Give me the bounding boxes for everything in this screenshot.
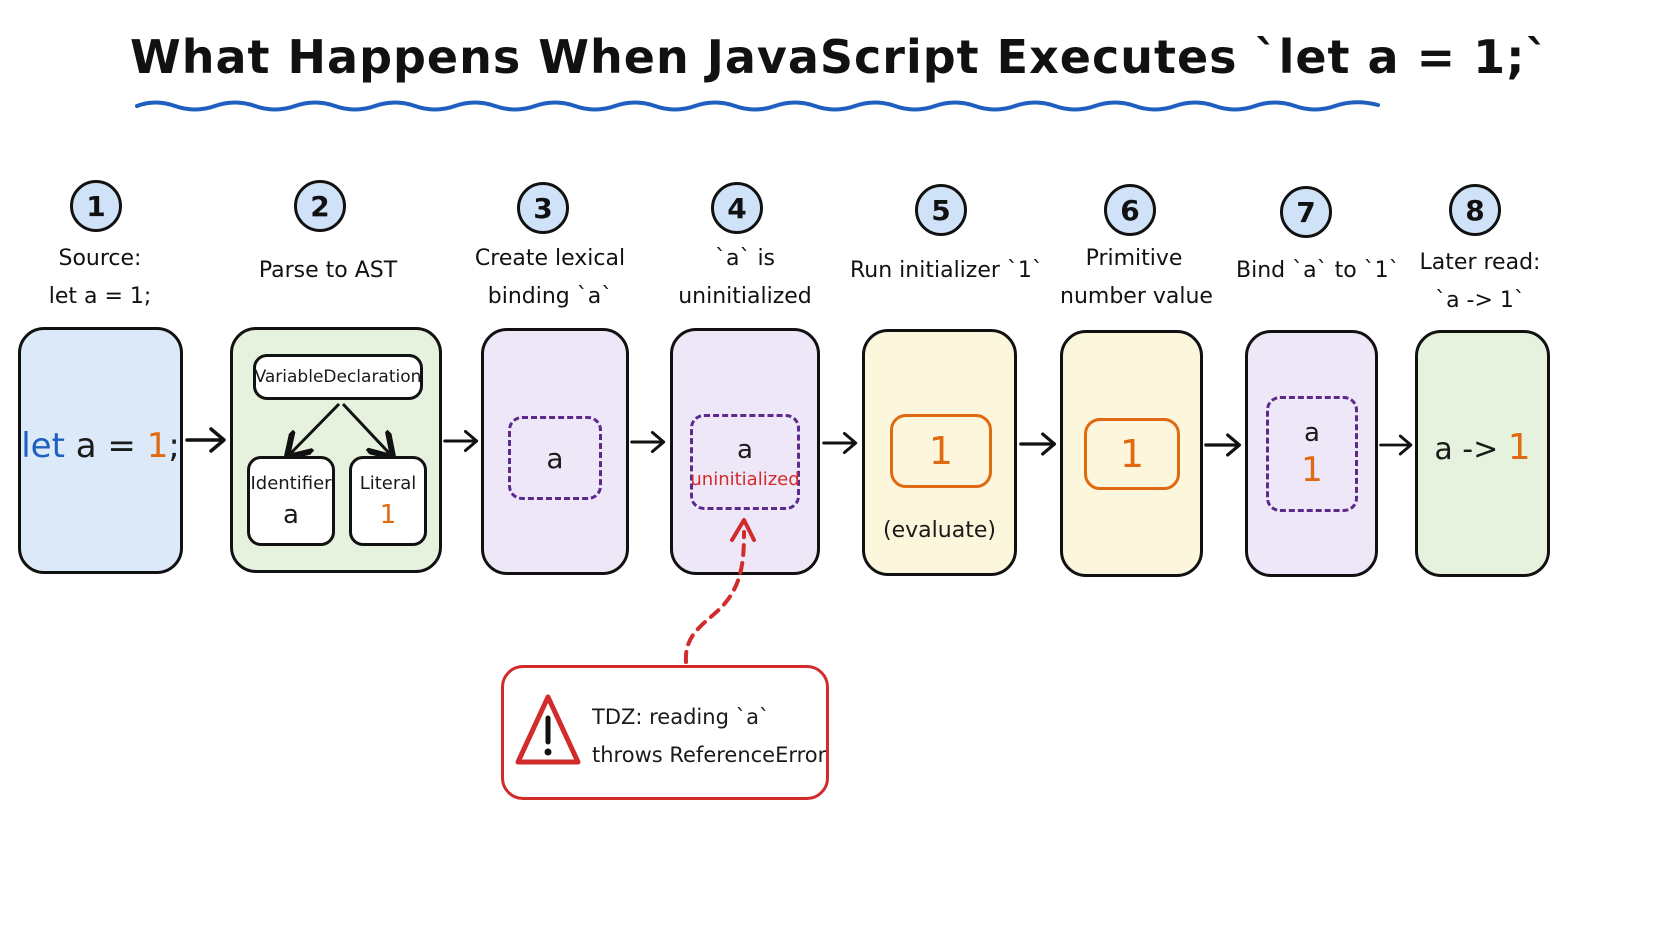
ast-edges — [233, 402, 439, 570]
arrow-right-icon — [630, 430, 666, 454]
step-2-label: Parse to AST — [258, 258, 398, 283]
identifier-a: a — [75, 426, 97, 466]
step-3-number: 3 — [517, 182, 569, 234]
ast-node-literal: Literal 1 — [349, 456, 427, 546]
evaluate-caption: (evaluate) — [883, 518, 996, 543]
source-code: let a = 1; — [21, 426, 180, 466]
step-1-number: 1 — [70, 180, 122, 232]
title-underline — [135, 100, 1380, 112]
tdz-message: TDZ: reading `a` throws ReferenceError — [592, 698, 828, 774]
uninitialized-slot: a uninitialized — [690, 414, 800, 510]
warning-triangle-icon — [515, 694, 581, 765]
step-8-number: 8 — [1449, 184, 1501, 236]
arrow-right-icon — [185, 427, 226, 453]
tdz-pointer-arrow — [683, 518, 756, 664]
primitive-value: 1 — [1084, 418, 1180, 490]
equals-sign: = — [107, 426, 136, 466]
read-expression: a -> 1 — [1434, 427, 1531, 468]
arrow-right-icon — [1204, 433, 1242, 457]
literal-1: 1 — [146, 426, 169, 466]
primitive-card: 1 — [1060, 330, 1203, 577]
step-4-number: 4 — [711, 182, 763, 234]
ast-node-variable-declaration: VariableDeclaration — [253, 354, 423, 400]
arrow-right-icon — [1379, 434, 1413, 456]
source-card: let a = 1; — [18, 327, 183, 574]
tdz-message-line-2: throws ReferenceError — [592, 743, 827, 767]
bound-slot: a 1 — [1266, 396, 1358, 512]
arrow-right-icon — [443, 429, 479, 453]
arrow-right-icon — [822, 431, 858, 455]
step-6-number: 6 — [1104, 184, 1156, 236]
read-card: a -> 1 — [1415, 330, 1550, 577]
step-7-number: 7 — [1280, 186, 1332, 238]
tdz-message-line-1: TDZ: reading `a` — [592, 705, 770, 729]
step-8-label: Later read:`a -> 1` — [1419, 250, 1541, 313]
ast-card: VariableDeclaration Identifier a Literal… — [230, 327, 442, 573]
keyword-let: let — [21, 426, 65, 466]
step-2-number: 2 — [294, 180, 346, 232]
step-5-number: 5 — [915, 184, 967, 236]
binding-card: a — [481, 328, 629, 575]
page-title: What Happens When JavaScript Executes `l… — [130, 30, 1550, 84]
step-5-label: Run initializer `1` — [850, 258, 1043, 283]
tdz-warning-box: TDZ: reading `a` throws ReferenceError — [501, 665, 829, 800]
step-1-label: Source:let a = 1; — [48, 246, 152, 309]
semicolon: ; — [168, 426, 180, 466]
bound-card: a 1 — [1245, 330, 1378, 577]
arrow-right-icon — [1019, 432, 1057, 456]
ast-node-identifier: Identifier a — [247, 456, 335, 546]
binding-slot: a — [508, 416, 602, 500]
evaluated-value: 1 — [890, 414, 992, 488]
evaluate-card: 1 (evaluate) — [862, 329, 1017, 576]
step-7-label: Bind `a` to `1` — [1236, 258, 1400, 283]
